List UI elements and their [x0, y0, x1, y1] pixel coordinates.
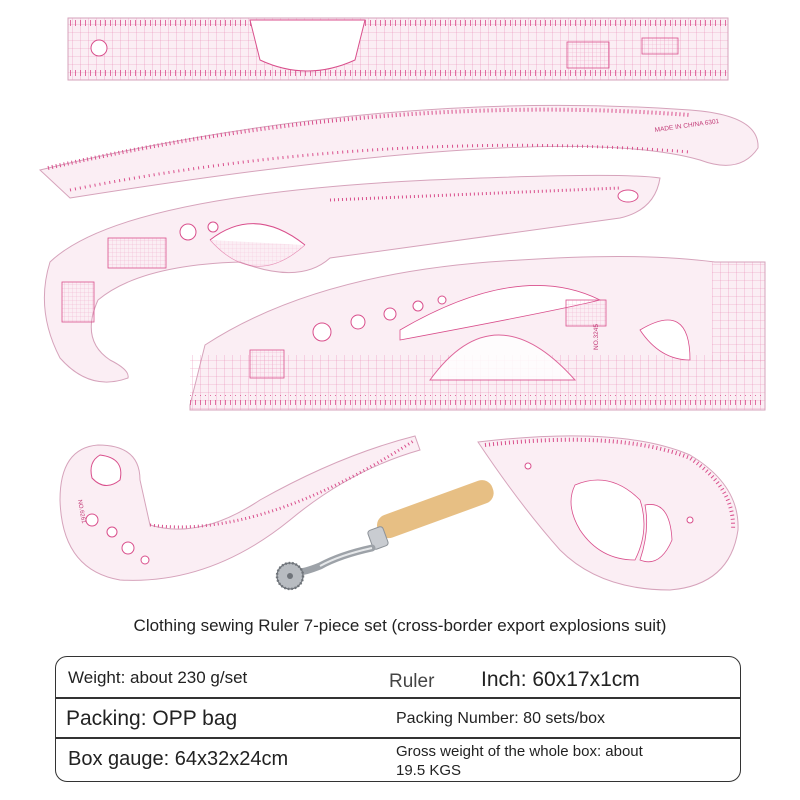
product-caption: Clothing sewing Ruler 7-piece set (cross…: [133, 616, 667, 635]
product-illustration: MADE IN CHINA 6301 NO.3245: [38, 17, 766, 591]
large-pattern-ruler: NO.3245: [189, 255, 766, 411]
spec-weight: Weight: about 230 g/set: [68, 668, 248, 687]
long-curve-ruler: MADE IN CHINA 6301: [38, 104, 759, 199]
teardrop-curve-ruler: [477, 435, 739, 591]
spec-gross-weight-line2: 19.5 KGS: [396, 762, 462, 779]
french-curve-ruler: [43, 174, 661, 383]
straight-ruler: [67, 17, 729, 81]
spec-inch: Inch: 60x17x1cm: [481, 668, 640, 691]
spec-packing: Packing: OPP bag: [66, 707, 238, 730]
small-curve-model: NO.6261: [76, 499, 86, 524]
tracing-wheel-icon: [275, 480, 494, 591]
spec-ruler-label: Ruler: [389, 671, 435, 692]
spec-packing-number: Packing Number: 80 sets/box: [396, 710, 605, 727]
spec-table: Weight: about 230 g/set Ruler Inch: 60x1…: [55, 656, 741, 782]
spec-divider: [56, 737, 740, 739]
spec-divider: [56, 697, 740, 699]
spec-box-gauge: Box gauge: 64x32x24cm: [68, 748, 289, 770]
spec-gross-weight-line1: Gross weight of the whole box: about: [396, 743, 643, 760]
large-ruler-model: NO.3245: [593, 324, 600, 350]
small-curve-ruler: NO.6261: [59, 435, 421, 581]
